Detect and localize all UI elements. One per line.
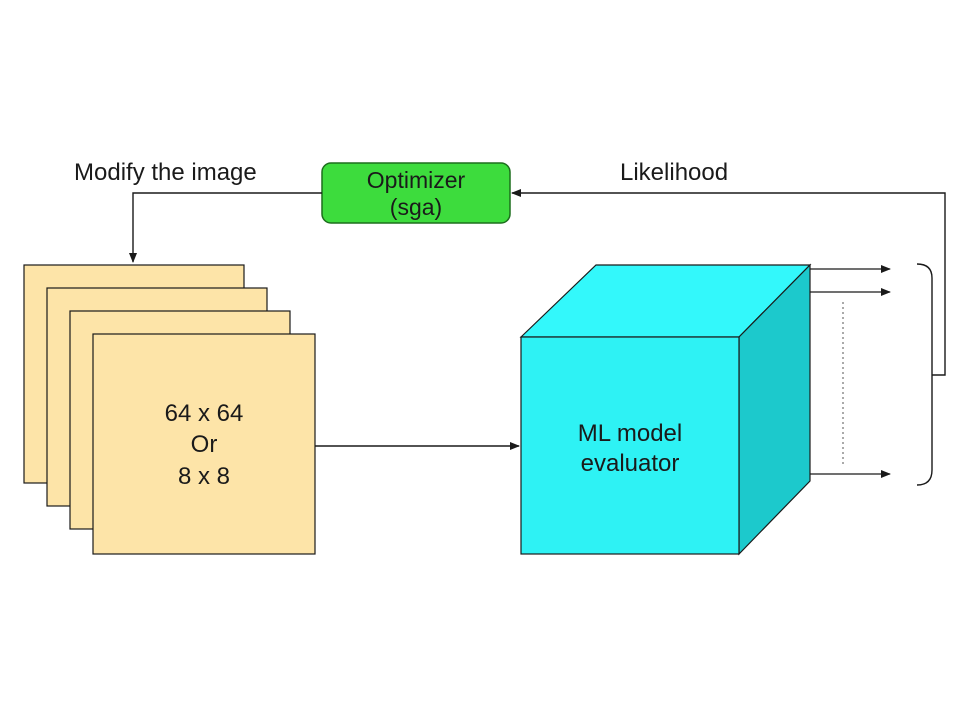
model-label: ML model [578, 420, 682, 447]
ml-model-cube: ML model evaluator [519, 263, 812, 556]
image-layer-1 [92, 333, 316, 555]
cube-front-face [520, 336, 740, 555]
image-or-label: Or [191, 431, 218, 458]
image-size-label: 64 x 64 [165, 400, 244, 427]
likelihood-label: Likelihood [620, 159, 728, 186]
model-sublabel: evaluator [581, 450, 680, 477]
optimizer-label: Optimizer [367, 167, 466, 193]
modify-image-label: Modify the image [74, 159, 257, 186]
modify-arrow [129, 192, 322, 263]
optimizer-sublabel: (sga) [390, 194, 442, 220]
optimizer-box: Optimizer (sga) [321, 162, 511, 224]
feedback-arrow [511, 189, 946, 376]
image-stack: 64 x 64 Or 8 x 8 [23, 264, 316, 555]
output-arrows [810, 265, 891, 478]
output-bracket [916, 263, 933, 486]
image-size-alt-label: 8 x 8 [178, 463, 230, 490]
